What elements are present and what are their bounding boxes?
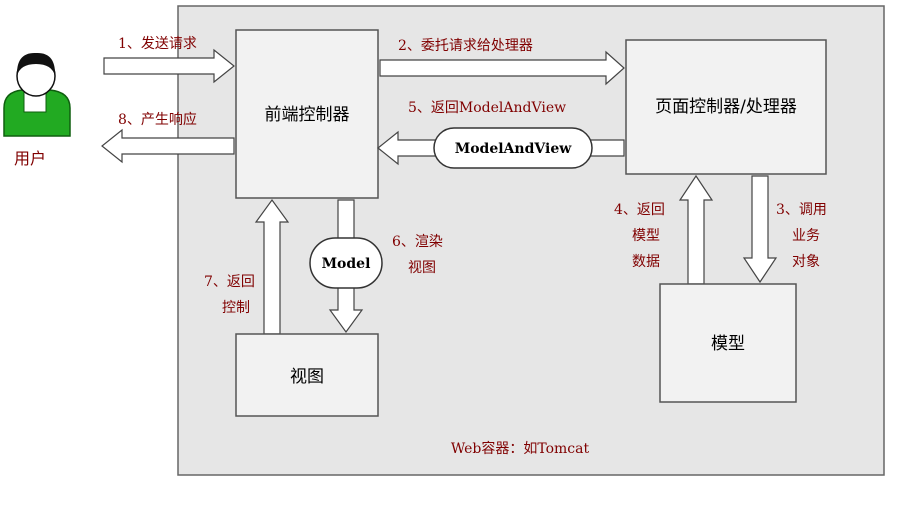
- arrow-produce-response: [101, 128, 235, 164]
- arrow-send-request: [103, 48, 235, 84]
- model-box: [659, 283, 797, 403]
- step-7-label-line2: 控制: [222, 300, 250, 316]
- page-controller-box: [625, 39, 827, 175]
- step-1-label: 1、发送请求: [118, 36, 197, 52]
- step-2-label: 2、委托请求给处理器: [398, 38, 533, 54]
- step-5-label: 5、返回ModelAndView: [408, 100, 566, 116]
- model-pill-label: Model: [322, 256, 371, 272]
- step-8-label: 8、产生响应: [118, 111, 197, 128]
- step-7-label-line1: 7、返回: [204, 274, 255, 290]
- front-controller-box: [235, 29, 379, 199]
- model-pill: [309, 237, 383, 289]
- step-4-label-line1: 4、返回: [614, 202, 665, 218]
- page-controller-label: 页面控制器/处理器: [655, 97, 797, 117]
- arrow-return-control: [254, 198, 290, 335]
- user-label: 用户: [14, 149, 46, 168]
- arrow-delegate-request: [379, 50, 625, 86]
- model-box-label: 模型: [711, 334, 745, 354]
- front-controller-label: 前端控制器: [265, 105, 350, 125]
- view-box-label: 视图: [290, 367, 324, 387]
- web-container-label: Web容器：如Tomcat: [451, 440, 590, 457]
- model-and-view-pill-label: ModelAndView: [455, 141, 573, 157]
- arrow-return-model-data: [678, 174, 714, 285]
- step-3-label-line1: 3、调用: [776, 202, 827, 218]
- step-3-label-line3: 对象: [792, 254, 820, 270]
- step-3-label-line2: 业务: [792, 228, 820, 244]
- step-6-label-line2: 视图: [408, 260, 436, 276]
- user-icon: [3, 52, 71, 137]
- arrow-invoke-business-object: [742, 175, 778, 284]
- step-4-label-line2: 模型: [632, 228, 660, 244]
- step-6-label-line1: 6、渲染: [392, 234, 443, 250]
- model-and-view-pill: [433, 127, 593, 169]
- step-4-label-line3: 数据: [632, 254, 660, 270]
- view-box: [235, 333, 379, 417]
